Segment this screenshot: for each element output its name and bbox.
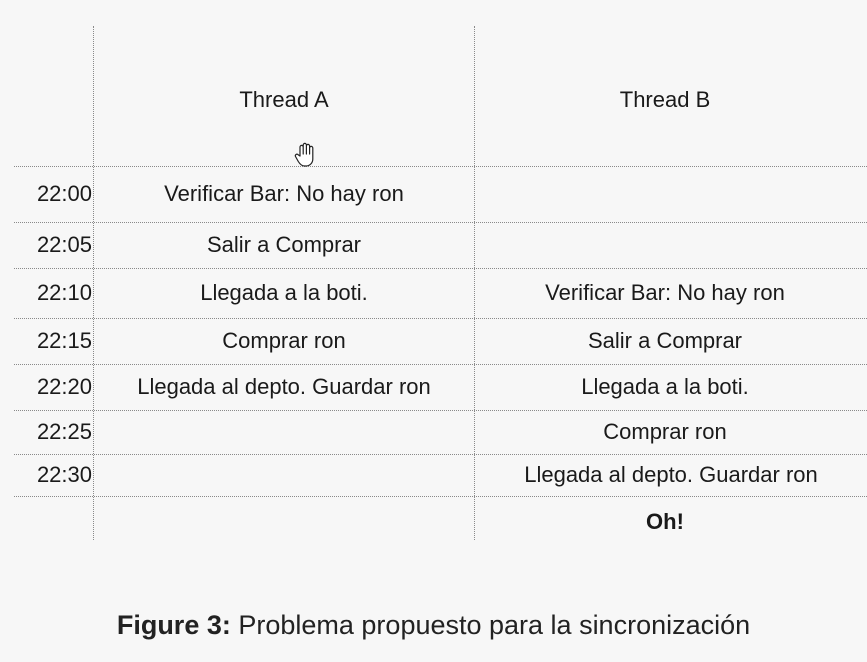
final-outcome: Oh! xyxy=(646,509,684,534)
figure-label: Figure 3: xyxy=(116,610,231,640)
thread-a-cell: Llegada al depto. Guardar ron xyxy=(137,374,431,399)
row-divider xyxy=(14,268,867,269)
thread-a-cell xyxy=(94,496,474,548)
thread-a-cell: Comprar ron xyxy=(222,328,346,353)
thread-a-cell: Verificar Bar: No hay ron xyxy=(164,181,404,206)
thread-a-cell: Llegada a la boti. xyxy=(200,280,368,305)
row-time: 22:30 xyxy=(36,462,92,487)
row-divider xyxy=(14,454,867,455)
header-divider xyxy=(14,166,867,167)
thread-b-cell xyxy=(475,166,855,222)
thread-b-cell: Llegada a la boti. xyxy=(581,374,749,399)
hand-cursor-icon xyxy=(294,142,316,168)
row-divider xyxy=(14,496,867,497)
row-divider xyxy=(14,364,867,365)
thread-b-cell: Comprar ron xyxy=(603,419,727,444)
row-divider xyxy=(14,410,867,411)
thread-b-cell: Verificar Bar: No hay ron xyxy=(545,280,785,305)
row-time: 22:20 xyxy=(36,374,92,399)
row-time: 22:00 xyxy=(36,181,92,206)
row-time: 22:05 xyxy=(36,232,92,257)
row-time: 22:10 xyxy=(36,280,92,305)
header-thread-b: Thread B xyxy=(619,87,711,112)
column-divider-time xyxy=(93,26,94,540)
column-divider-threads xyxy=(474,26,475,540)
figure-caption-text: Problema propuesto para la sincronizació… xyxy=(238,610,751,640)
row-time: 22:25 xyxy=(36,419,92,444)
thread-a-cell xyxy=(94,410,474,454)
row-time: 22:15 xyxy=(36,328,92,353)
figure-caption: Figure 3: Problema propuesto para la sin… xyxy=(0,610,867,641)
thread-b-cell xyxy=(475,222,855,268)
thread-a-cell: Salir a Comprar xyxy=(206,232,362,257)
thread-a-cell xyxy=(94,454,474,496)
thread-b-cell: Salir a Comprar xyxy=(587,328,743,353)
row-divider xyxy=(14,222,867,223)
header-thread-a: Thread A xyxy=(239,87,329,112)
thread-b-cell: Llegada al depto. Guardar ron xyxy=(524,462,818,487)
row-divider xyxy=(14,318,867,319)
